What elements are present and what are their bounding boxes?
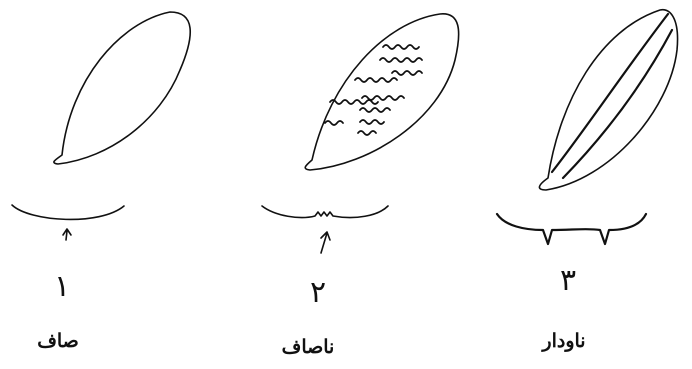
section-3-curve bbox=[497, 214, 646, 244]
section-2-arrow bbox=[321, 232, 330, 253]
hair-mark bbox=[380, 58, 422, 62]
section-2-curve bbox=[262, 206, 388, 218]
hair-mark bbox=[360, 108, 390, 112]
panel-3-drawing bbox=[497, 10, 678, 244]
panel-3-number: ٣ bbox=[548, 266, 588, 296]
groove-line bbox=[563, 30, 672, 178]
panel-2-drawing bbox=[262, 14, 459, 253]
section-1-curve bbox=[12, 205, 124, 219]
leaf-2-outline bbox=[305, 14, 458, 170]
panel-3-label: ناودار bbox=[504, 332, 624, 351]
groove-line bbox=[552, 14, 668, 172]
panel-1-drawing bbox=[12, 12, 190, 240]
hair-mark bbox=[362, 96, 404, 100]
hair-mark bbox=[325, 121, 343, 125]
hair-mark bbox=[355, 78, 397, 82]
panel-2-number: ٢ bbox=[298, 278, 338, 308]
panel-2-label: ناصاف bbox=[248, 338, 368, 357]
section-1-arrow bbox=[63, 229, 71, 240]
panel-1-label: صاف bbox=[0, 332, 118, 351]
hair-mark bbox=[392, 71, 422, 75]
hair-mark bbox=[383, 45, 419, 49]
hair-mark bbox=[358, 131, 376, 135]
leaf-1-outline bbox=[54, 12, 190, 164]
hair-mark bbox=[360, 120, 384, 124]
panel-1-number: ١ bbox=[42, 272, 82, 302]
